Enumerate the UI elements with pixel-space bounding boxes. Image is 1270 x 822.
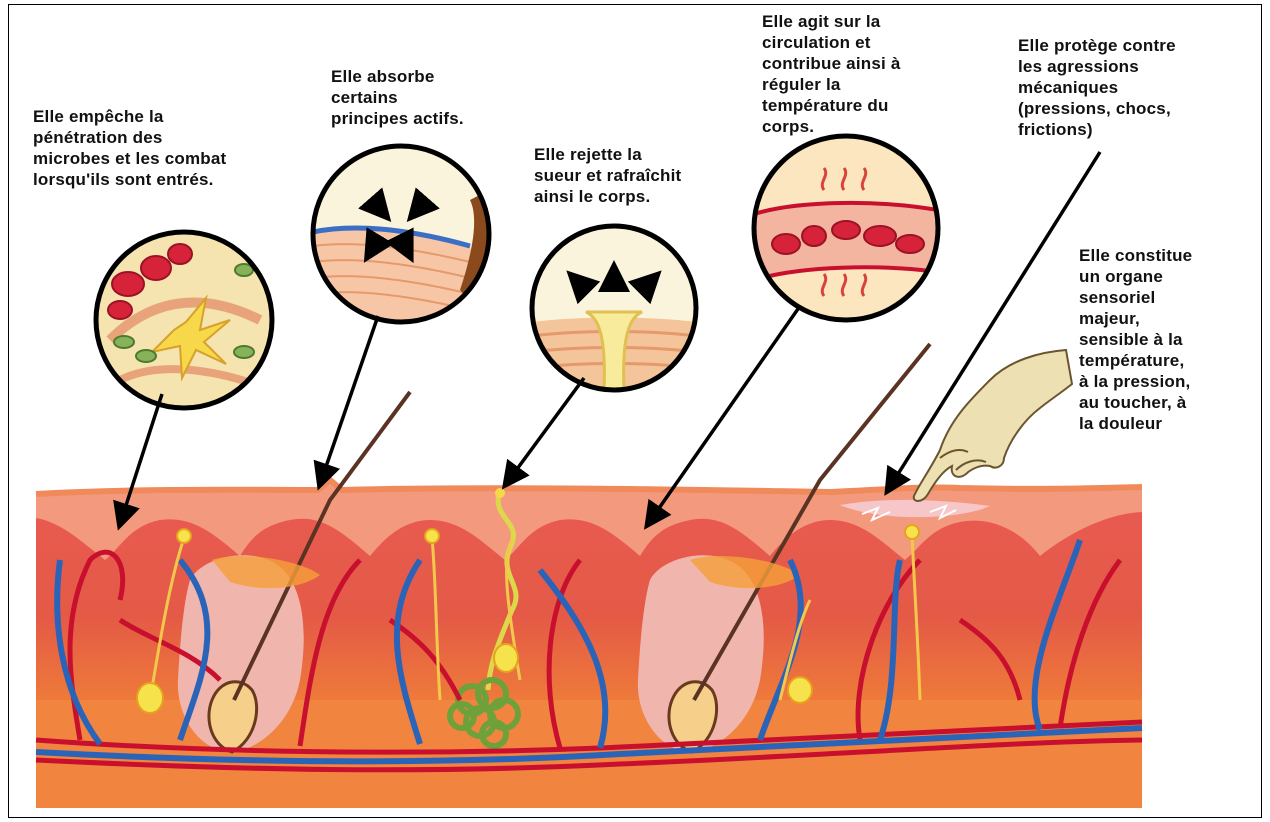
microbe-scene-icon	[96, 232, 272, 408]
caption-sweat: Elle rejette la sueur et rafraîchit ains…	[534, 144, 754, 207]
caption-circulation: Elle agit sur la circulation et contribu…	[762, 11, 982, 137]
caption-protect: Elle protège contre les agressions mécan…	[1018, 35, 1258, 140]
sweat-pore-icon	[532, 226, 696, 390]
caption-sensory: Elle constitue un organe sensoriel majeu…	[1079, 245, 1259, 434]
pointer-sweat	[506, 378, 584, 484]
absorption-scene-icon	[313, 146, 489, 322]
blood-vessel-icon	[754, 136, 938, 320]
pointer-absorb	[320, 316, 378, 484]
hand-icon	[914, 350, 1072, 501]
caption-absorb: Elle absorbe certains principes actifs.	[331, 66, 541, 129]
caption-microbes: Elle empêche la pénétration des microbes…	[33, 106, 303, 190]
